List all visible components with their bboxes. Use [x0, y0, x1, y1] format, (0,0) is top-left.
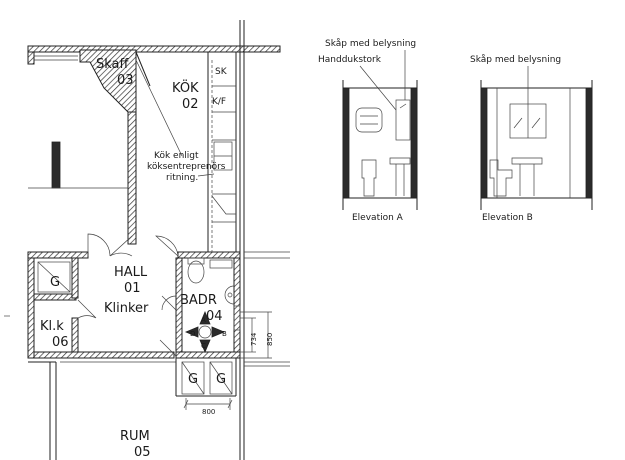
- kitchen-note-line-2: köksentreprenörs: [147, 162, 226, 172]
- elevation-a: Skåp med belysning Handdukstork Elevatio…: [318, 38, 418, 223]
- room-name-kok: KÖK: [172, 79, 199, 96]
- marker-c: C: [201, 342, 206, 350]
- closet-g-right: G: [216, 372, 226, 387]
- doors: [77, 233, 179, 357]
- cabinet-with-lighting-a: [395, 99, 411, 141]
- kitchen-counter: [211, 60, 236, 252]
- room-number-skaff: 03: [117, 73, 134, 88]
- floor-material-label: Klinker: [104, 301, 149, 316]
- marker-d: D: [190, 330, 195, 338]
- elevation-a-title: Elevation A: [352, 213, 404, 223]
- elevation-b: Skåp med belysning Elevation B: [470, 54, 593, 223]
- room-name-badr: BADR: [180, 293, 217, 308]
- room-labels: Skaff 03 KÖK 02 HALL 01 BADR 04 Kl.k 06 …: [40, 57, 223, 460]
- room-name-rum: RUM: [120, 429, 150, 444]
- closet-g-klk: G: [50, 275, 60, 290]
- toilet: [187, 260, 205, 284]
- toilet-elevation-a: [361, 159, 377, 197]
- dimension-lines: 800 734 850: [183, 311, 274, 416]
- elevation-a-label-cabinet: Skåp med belysning: [325, 38, 416, 49]
- label-kf: K/F: [212, 97, 226, 107]
- top-outer-wall: [27, 45, 281, 53]
- washbasin: [224, 285, 235, 305]
- kitchen-note-line-3: ritning.: [166, 173, 198, 183]
- kitchen-note-line-1: Kök enligt: [154, 151, 199, 161]
- closet-g-left: G: [188, 372, 198, 387]
- towel-warmer: [355, 107, 383, 133]
- dim-734: 734: [250, 332, 258, 346]
- label-sk: SK: [215, 67, 228, 77]
- dim-850: 850: [266, 333, 274, 346]
- room-number-badr: 04: [206, 309, 223, 324]
- washbasin-elevation-a: [389, 157, 411, 196]
- room-name-hall: HALL: [114, 265, 148, 280]
- marker-b: B: [222, 330, 227, 338]
- plan-walls: [4, 20, 290, 460]
- washbasin-elevation-b: [511, 157, 543, 196]
- plan-labels: SK K/F Kök enligt köksentreprenörs ritni…: [50, 67, 228, 387]
- elevation-b-label-cabinet: Skåp med belysning: [470, 54, 561, 65]
- room-name-klk: Kl.k: [40, 319, 64, 334]
- elevation-b-title: Elevation B: [482, 213, 533, 223]
- elevation-reference-markers: A C D B: [184, 310, 227, 354]
- marker-a: A: [201, 316, 206, 324]
- toilet-elevation-b: [489, 159, 513, 197]
- room-name-skaff: Skaff: [96, 57, 130, 72]
- wall-fragment: [51, 141, 61, 189]
- elevation-a-label-towel: Handdukstork: [318, 55, 382, 65]
- cabinets: [37, 261, 233, 395]
- room-number-hall: 01: [124, 281, 141, 296]
- room-number-rum: 05: [134, 445, 151, 460]
- dim-800: 800: [202, 408, 215, 416]
- room-number-klk: 06: [52, 335, 69, 350]
- room-number-kok: 02: [182, 97, 199, 112]
